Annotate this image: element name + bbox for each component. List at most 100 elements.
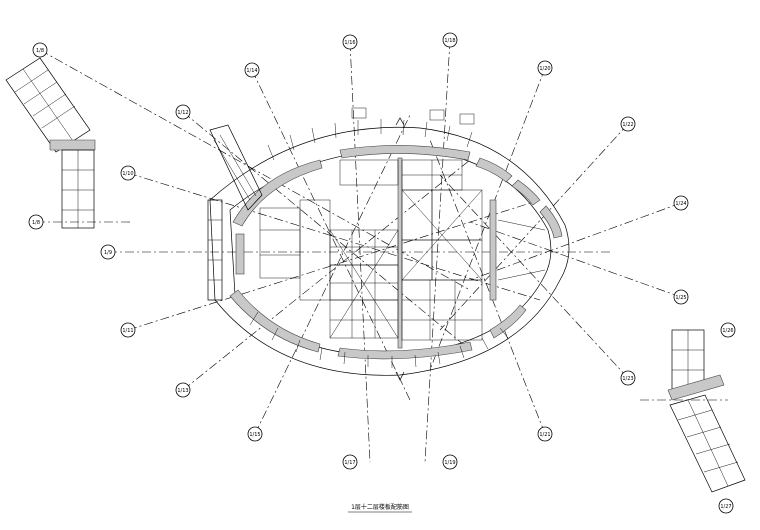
axis-bubble-label: 1/15 <box>249 432 260 438</box>
stair-tower-body <box>669 394 746 493</box>
axis-line <box>469 202 682 281</box>
wall-west <box>235 233 245 275</box>
stair-landing-wall <box>667 374 725 401</box>
axis-bubble-label: 1/13 <box>177 388 188 394</box>
axis-bubble-label: 1/10 <box>122 171 133 177</box>
curved-wall-se <box>489 304 527 339</box>
west-wedge <box>209 124 263 211</box>
axis-bubble: 1/13 <box>175 382 191 398</box>
axis-bubble: 1/26 <box>720 322 736 338</box>
grid-line <box>497 219 546 231</box>
axis-bubble: 1/9 <box>100 244 116 260</box>
axis-bubble-label: 1/22 <box>622 122 633 128</box>
axis-bubble-label: 1/25 <box>675 295 686 301</box>
axis-bubble: 1/23 <box>620 370 636 386</box>
axis-bubble: 1/21 <box>537 426 553 442</box>
outer-slab-edge <box>209 126 570 376</box>
slab-diagonal <box>329 229 399 339</box>
grid-line <box>41 105 76 129</box>
axis-bubble: 1/19 <box>442 454 458 470</box>
building-outline <box>209 126 570 376</box>
room <box>339 159 399 186</box>
axis-bubble: 1/24 <box>673 195 689 211</box>
drawing-title-text: 1层十二层楼板配筋图 <box>351 503 409 511</box>
panel-dividers-bottom <box>249 311 509 368</box>
room <box>259 207 301 279</box>
room <box>431 239 483 281</box>
axis-bubble-label: 1/8 <box>36 48 44 54</box>
panel <box>429 109 445 121</box>
axis-bubble-label: 1/11 <box>122 328 133 334</box>
room <box>401 279 483 341</box>
room <box>329 264 399 301</box>
axis-bubble-label: 1/26 <box>722 328 733 334</box>
axis-line <box>127 172 541 301</box>
drawing-title: 1层十二层楼板配筋图 <box>348 503 412 513</box>
curved-wall-ne1 <box>475 157 513 183</box>
axis-line <box>439 174 629 379</box>
axis-line <box>429 67 546 371</box>
axis-bubble-label: 1/8 <box>32 220 40 226</box>
room <box>329 229 399 266</box>
axis-bubble-label: 1/16 <box>344 40 355 46</box>
panel <box>351 107 367 119</box>
axis-bubble-label: 1/21 <box>539 432 550 438</box>
core-wall-vertical <box>397 157 403 349</box>
axis-bubble: 1/16 <box>342 34 358 50</box>
axis-line <box>429 139 546 435</box>
room <box>401 239 433 281</box>
axis-bubble: 1/17 <box>342 454 358 470</box>
axis-bubble-label: 1/14 <box>246 68 257 74</box>
axis-bubble: 1/11 <box>120 322 136 338</box>
axis-bubble: 1/12 <box>175 104 191 120</box>
room <box>299 199 331 301</box>
curved-wall-ne2 <box>511 179 541 206</box>
grid-line <box>686 426 722 438</box>
axis-line <box>251 69 411 401</box>
axis-bubble: 1/25 <box>673 289 689 305</box>
interior-grid <box>259 159 546 341</box>
panel <box>459 113 475 125</box>
panel-dividers-top <box>267 119 473 161</box>
axis-bubble: 1/8 <box>28 214 44 230</box>
axis-bubble: 1/18 <box>442 32 458 48</box>
slab-diagonal <box>401 189 483 281</box>
grid-line <box>687 399 729 487</box>
north-marker <box>395 117 405 126</box>
axis-bubble-label: 1/23 <box>622 376 633 382</box>
axis-bubble-label: 1/18 <box>444 38 455 44</box>
axis-bubbles: 1/8 1/8 1/9 1/10 1/11 1/12 1/13 1/14 1/1… <box>28 32 736 514</box>
grid-line <box>497 269 546 281</box>
west-strip <box>207 199 223 301</box>
axis-bubble-label: 1/24 <box>675 201 686 207</box>
grid-line <box>32 93 67 117</box>
curved-wall-n <box>339 145 471 161</box>
grid-line <box>695 443 731 455</box>
perimeter-panels <box>249 107 509 381</box>
axis-line <box>424 39 451 463</box>
axis-bubble: 1/20 <box>537 60 553 76</box>
south-marker <box>395 371 405 381</box>
west-wing <box>207 124 263 301</box>
room <box>401 189 433 241</box>
axis-line <box>439 123 629 331</box>
room <box>329 299 399 339</box>
curved-wall-nw <box>232 159 323 227</box>
axis-line <box>254 114 411 435</box>
grid-line <box>219 134 257 197</box>
stair-tower-se <box>667 329 746 493</box>
axis-bubble: 1/22 <box>620 116 636 132</box>
axis-bubble-label: 1/12 <box>177 110 188 116</box>
stair-tower-body <box>5 57 91 153</box>
grid-line <box>23 81 58 105</box>
axis-line <box>349 41 371 463</box>
grid-line <box>22 68 74 142</box>
axis-bubble-label: 1/17 <box>344 460 355 466</box>
axis-bubble: 1/8 <box>32 42 48 58</box>
curved-wall-e <box>539 205 563 239</box>
axis-bubble-label: 1/27 <box>720 504 731 510</box>
axis-bubble: 1/10 <box>120 165 136 181</box>
axis-bubble: 1/15 <box>247 426 263 442</box>
axis-bubble: 1/14 <box>244 62 260 78</box>
